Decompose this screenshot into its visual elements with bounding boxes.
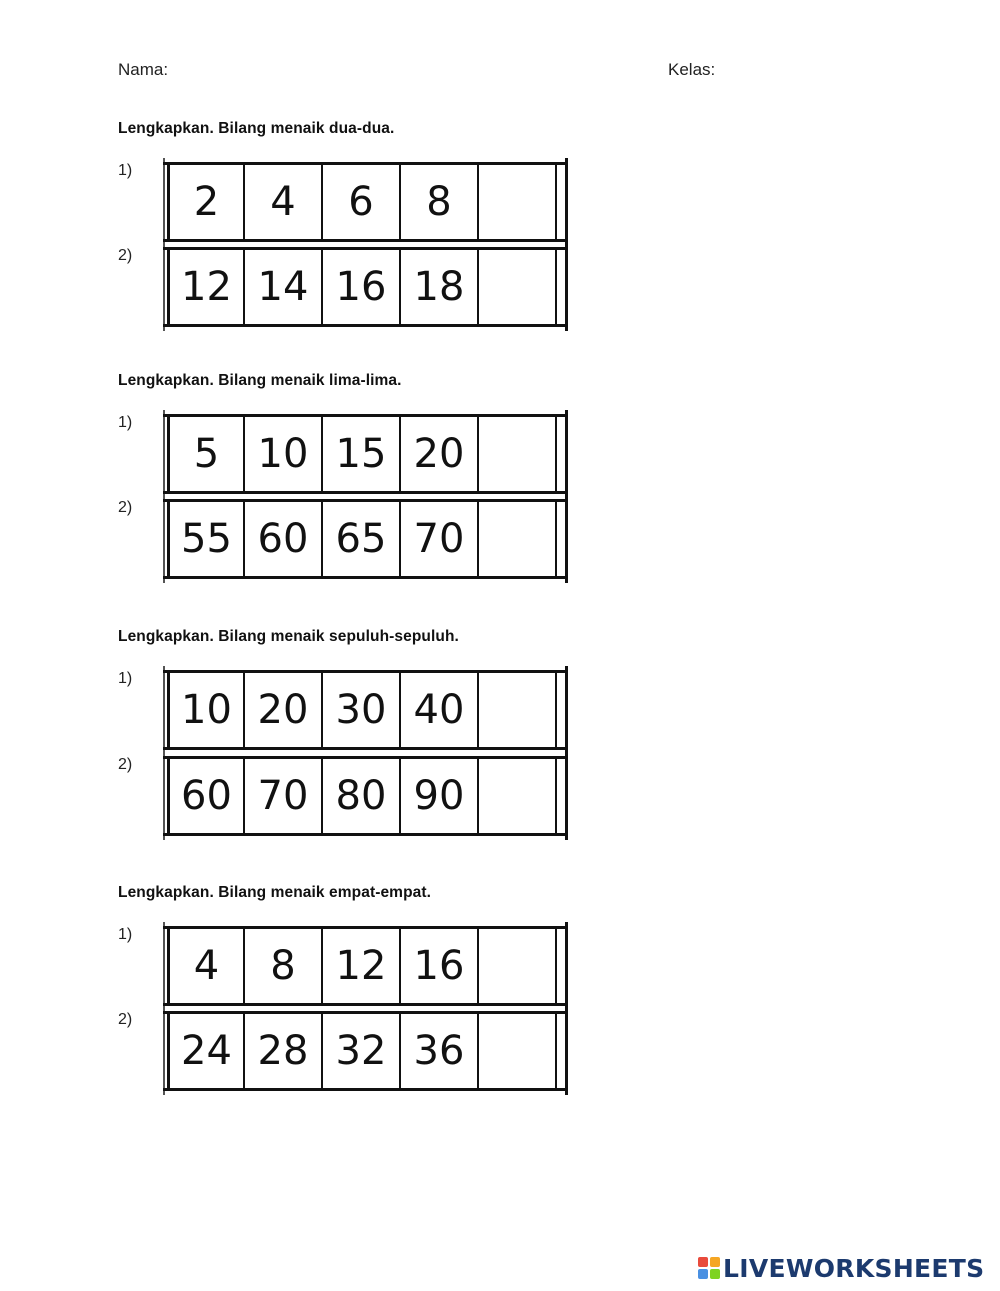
logo-block [710,1257,720,1267]
number-cell: 10 [245,417,323,491]
number-cell: 12 [167,250,245,324]
number-row: 60 70 80 90 [163,752,568,840]
number-cell: 5 [167,417,245,491]
number-cell: 8 [401,165,479,239]
number-cell: 20 [401,417,479,491]
number-row: 24 28 32 36 [163,1007,568,1095]
answer-cell[interactable] [479,165,557,239]
number-cell: 12 [323,929,401,1003]
question-label: 2) [118,499,133,516]
question-label: 2) [118,756,133,773]
number-cell: 6 [323,165,401,239]
number-cell: 80 [323,759,401,833]
logo-block [710,1269,720,1279]
number-cell: 32 [323,1014,401,1088]
answer-cell[interactable] [479,673,557,747]
number-cell: 24 [167,1014,245,1088]
number-cell: 28 [245,1014,323,1088]
logo-block [698,1257,708,1267]
number-cell: 55 [167,502,245,576]
number-cell: 14 [245,250,323,324]
number-cell: 65 [323,502,401,576]
brand-text: LIVEWORKSHEETS [723,1253,985,1283]
number-cell: 16 [401,929,479,1003]
number-cell: 90 [401,759,479,833]
number-row: 10 20 30 40 [163,666,568,754]
brand-logo: LIVEWORKSHEETS [698,1253,984,1283]
number-cell: 20 [245,673,323,747]
question-label: 1) [118,670,133,687]
answer-cell[interactable] [479,502,557,576]
number-cell: 16 [323,250,401,324]
question-label: 2) [118,247,133,264]
number-cell: 4 [167,929,245,1003]
question-label: 2) [118,1011,133,1028]
answer-cell[interactable] [479,1014,557,1088]
number-row: 2 4 6 8 [163,158,568,246]
section-title: Lengkapkan. Bilang menaik empat-empat. [118,884,432,901]
number-cell: 30 [323,673,401,747]
number-cell: 70 [401,502,479,576]
logo-block [698,1269,708,1279]
number-cell: 60 [167,759,245,833]
section-title: Lengkapkan. Bilang menaik lima-lima. [118,372,402,389]
question-label: 1) [118,414,133,431]
number-cell: 15 [323,417,401,491]
number-cell: 40 [401,673,479,747]
number-row: 55 60 65 70 [163,495,568,583]
question-label: 1) [118,926,133,943]
logo-icon [698,1257,720,1279]
number-row: 12 14 16 18 [163,243,568,331]
number-row: 4 8 12 16 [163,922,568,1010]
answer-cell[interactable] [479,759,557,833]
section-title: Lengkapkan. Bilang menaik sepuluh-sepulu… [118,628,459,645]
answer-cell[interactable] [479,929,557,1003]
number-cell: 4 [245,165,323,239]
section-title: Lengkapkan. Bilang menaik dua-dua. [118,120,395,137]
number-cell: 70 [245,759,323,833]
name-label: Nama: [118,60,169,79]
number-cell: 36 [401,1014,479,1088]
number-cell: 10 [167,673,245,747]
answer-cell[interactable] [479,417,557,491]
number-row: 5 10 15 20 [163,410,568,498]
class-label: Kelas: [668,60,716,79]
answer-cell[interactable] [479,250,557,324]
number-cell: 2 [167,165,245,239]
number-cell: 8 [245,929,323,1003]
question-label: 1) [118,162,133,179]
number-cell: 60 [245,502,323,576]
number-cell: 18 [401,250,479,324]
